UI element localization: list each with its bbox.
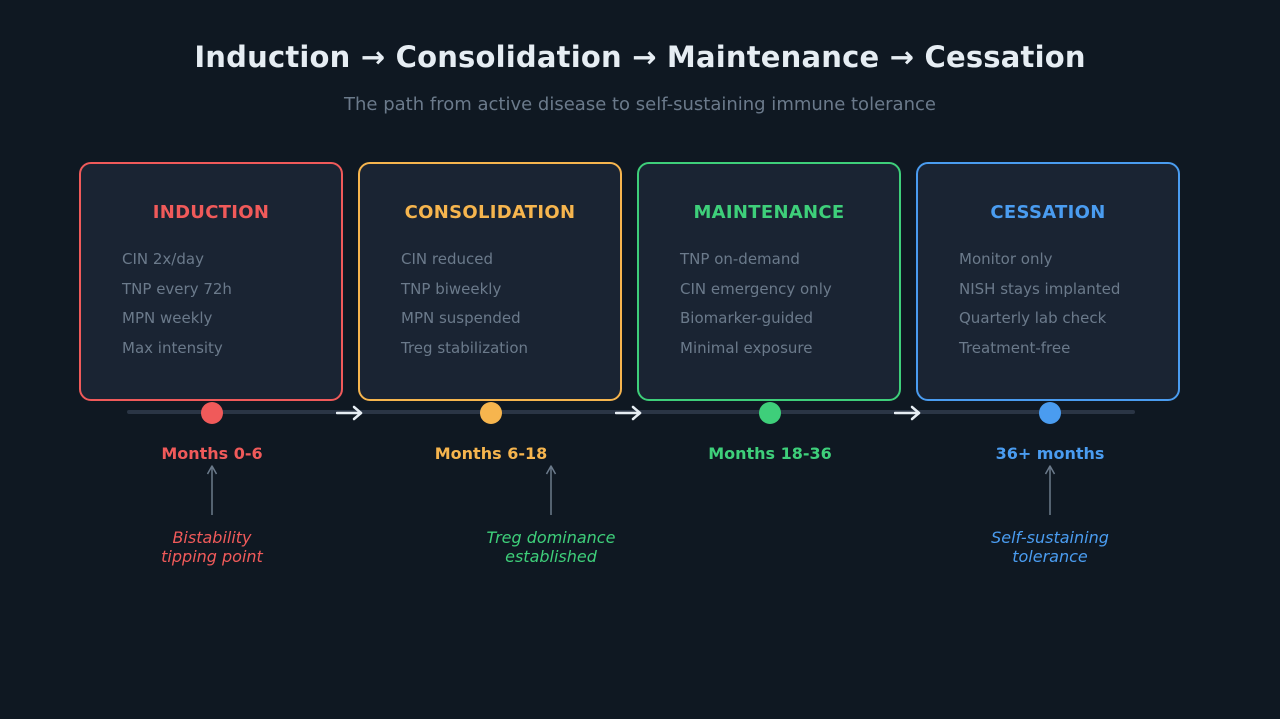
stage-item: TNP biweekly (401, 279, 502, 298)
stage-item: Minimal exposure (680, 339, 813, 358)
timeline-dot-maintenance (759, 402, 781, 424)
right-arrow-icon (894, 405, 921, 421)
up-arrow-icon (1044, 465, 1056, 515)
right-arrow-icon (336, 405, 363, 421)
right-arrow-icon (615, 405, 642, 421)
stage-item: Treg stabilization (401, 339, 529, 358)
stage-item: Max intensity (122, 339, 223, 358)
stage-item: Monitor only (959, 250, 1053, 268)
stage-item: NISH stays implanted (959, 279, 1121, 298)
annotation-line: Treg dominance (486, 528, 616, 547)
period-label-induction: Months 0-6 (161, 444, 263, 463)
stage-item: Treatment-free (959, 339, 1071, 358)
stage-item: Biomarker-guided (680, 309, 814, 328)
annotation-treg-dominance: Treg dominance established (431, 528, 671, 566)
stage-item: MPN weekly (122, 309, 213, 328)
stage-item: Quarterly lab check (959, 309, 1107, 328)
stage-item: CIN emergency only (680, 279, 832, 298)
stage-card-induction: INDUCTION CIN 2x/day TNP every 72h MPN w… (79, 162, 343, 401)
stage-card-consolidation: CONSOLIDATION CIN reduced TNP biweekly M… (358, 162, 622, 401)
stage-items-induction: CIN 2x/day TNP every 72h MPN weekly Max … (122, 250, 232, 369)
stage-items-maintenance: TNP on-demand CIN emergency only Biomark… (680, 250, 832, 369)
period-label-cessation: 36+ months (995, 444, 1105, 463)
stage-title-induction: INDUCTION (152, 202, 270, 223)
stage-item: CIN reduced (401, 250, 493, 268)
stage-item: TNP every 72h (122, 279, 232, 298)
period-label-consolidation: Months 6-18 (434, 444, 548, 463)
stage-item: TNP on-demand (680, 250, 800, 268)
up-arrow-icon (206, 465, 218, 515)
stage-title-maintenance: MAINTENANCE (693, 202, 845, 223)
stage-card-maintenance: MAINTENANCE TNP on-demand CIN emergency … (637, 162, 901, 401)
stage-items-cessation: Monitor only NISH stays implanted Quarte… (959, 250, 1120, 369)
timeline-dot-induction (201, 402, 223, 424)
annotation-line: Bistability (172, 528, 252, 547)
annotation-line: tolerance (1012, 546, 1088, 566)
period-label-maintenance: Months 18-36 (708, 444, 832, 463)
timeline-dot-consolidation (480, 402, 502, 424)
annotation-line: established (505, 546, 597, 566)
up-arrow-icon (545, 465, 557, 515)
stage-item: MPN suspended (401, 309, 521, 328)
diagram-subtitle: The path from active disease to self-sus… (344, 94, 936, 115)
annotation-self-sustaining: Self-sustaining tolerance (930, 528, 1170, 566)
stage-items-consolidation: CIN reduced TNP biweekly MPN suspended T… (401, 250, 528, 369)
annotation-bistability: Bistability tipping point (92, 528, 332, 566)
timeline-dot-cessation (1039, 402, 1061, 424)
stage-title-consolidation: CONSOLIDATION (404, 202, 576, 223)
stage-item: CIN 2x/day (122, 250, 204, 268)
stage-title-cessation: CESSATION (990, 202, 1106, 223)
annotation-line: Self-sustaining (991, 528, 1109, 547)
stage-card-cessation: CESSATION Monitor only NISH stays implan… (916, 162, 1180, 401)
annotation-line: tipping point (161, 546, 263, 566)
diagram-title: Induction → Consolidation → Maintenance … (194, 40, 1086, 74)
